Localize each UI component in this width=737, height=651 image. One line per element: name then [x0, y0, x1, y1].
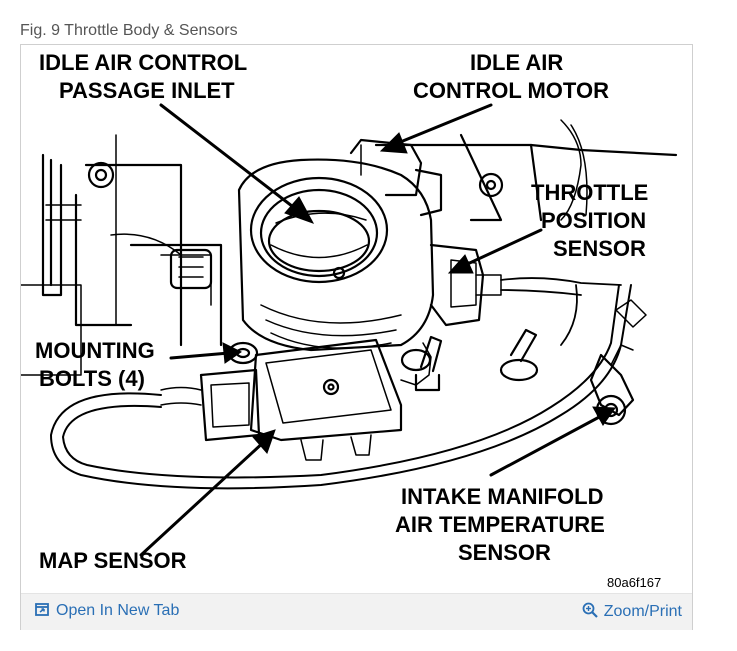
arrowhead-iac-passage [284, 196, 315, 224]
label-iat-line3: SENSOR [458, 540, 551, 565]
open-in-new-tab-icon [35, 603, 49, 616]
label-iat-line2: AIR TEMPERATURE [395, 512, 605, 537]
arrow-iac-passage [159, 103, 303, 215]
label-mounting-bolts-line1: MOUNTING [35, 338, 155, 363]
label-tps-line3: SENSOR [553, 236, 646, 261]
throttle-body-illustration [21, 103, 678, 557]
open-in-new-tab-label: Open In New Tab [56, 602, 180, 619]
arrow-iac-motor [391, 103, 493, 147]
label-map-sensor: MAP SENSOR [39, 548, 187, 573]
label-iac-passage-line2: PASSAGE INLET [59, 78, 235, 103]
label-mounting-bolts-line2: BOLTS (4) [39, 366, 145, 391]
label-tps-line2: POSITION [541, 208, 647, 233]
zoom-icon [582, 602, 598, 618]
label-iac-motor-line2: CONTROL MOTOR [413, 78, 609, 103]
zoom-print-link[interactable]: Zoom/Print [582, 602, 682, 621]
figure-frame: IDLE AIR CONTROL PASSAGE INLET IDLE AIR … [20, 44, 693, 630]
label-iac-motor-line1: IDLE AIR [470, 50, 564, 75]
figure-caption: Fig. 9 Throttle Body & Sensors [20, 22, 238, 39]
zoom-print-label: Zoom/Print [603, 603, 682, 620]
arrow-map-sensor [139, 438, 268, 557]
arrow-tps [459, 228, 543, 269]
arrow-iat-sensor [489, 413, 605, 477]
label-tps-line1: THROTTLE [531, 180, 649, 205]
open-in-new-tab-link[interactable]: Open In New Tab [35, 602, 179, 620]
arrow-mounting-bolts [169, 351, 231, 360]
figure-footer: Open In New Tab Zoom/Print [21, 593, 692, 630]
label-iac-passage-line1: IDLE AIR CONTROL [39, 50, 248, 75]
label-iat-line1: INTAKE MANIFOLD [401, 484, 604, 509]
figure-id: 80a6f167 [607, 575, 662, 590]
